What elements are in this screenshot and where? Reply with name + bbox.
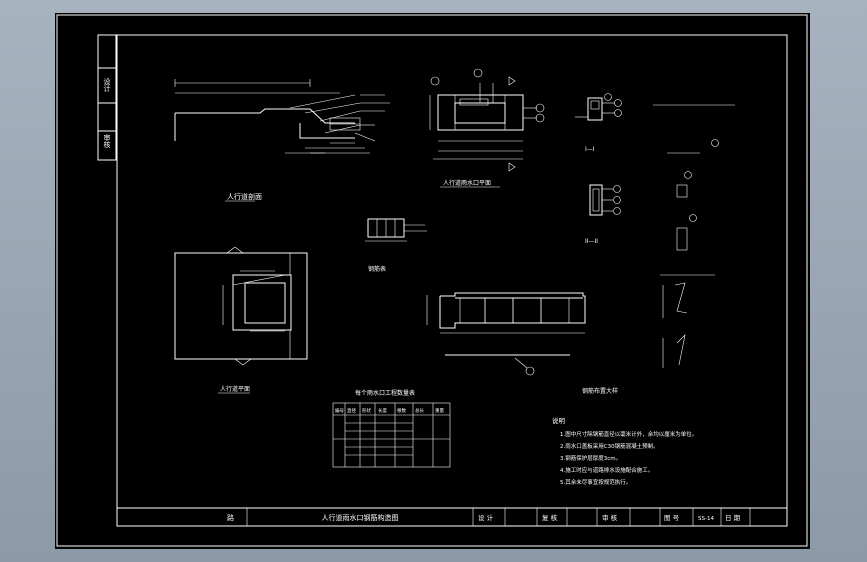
tb-drawing-title: 人行道雨水口钢筋构造图 [322, 513, 399, 522]
tb-review: 审 核 [602, 513, 618, 522]
rebar-cage-sketch [365, 218, 427, 242]
table-header: 直径 [347, 407, 356, 414]
note-item: 2.雨水口盖板采用C30钢筋混凝土预制。 [560, 442, 659, 450]
quantity-table-grid [332, 402, 451, 468]
bar-shapes [653, 104, 735, 368]
inlet-plan-drawing [174, 246, 308, 366]
table-title: 每个雨水口工程数量表 [355, 389, 415, 397]
sidewalk-section-drawing [174, 79, 390, 154]
section-details-right [575, 93, 622, 216]
label-beam: 钢筋布置大样 [582, 387, 618, 395]
note-item: 1.图中尺寸除钢筋直径以毫米计外，余均以厘米为单位。 [560, 430, 697, 438]
side-stamp: 设计 审核 [97, 34, 117, 161]
table-header: 编号 [335, 407, 344, 414]
notes-list: 1.图中尺寸除钢筋直径以毫米计外，余均以厘米为单位。 2.雨水口盖板采用C30钢… [560, 430, 697, 486]
note-item: 5.其余未尽事宜按规范执行。 [560, 478, 631, 486]
tb-drawing-no: SS-14 [698, 516, 714, 522]
tb-check: 复 核 [542, 513, 558, 522]
tb-drawing-no-label: 图 号 [664, 514, 680, 522]
note-item: 4.施工时应与道路排水设施配合施工。 [560, 466, 653, 474]
table-header: 根数 [397, 407, 406, 414]
notes-title: 说明 [552, 416, 566, 425]
stamp-cell-check: 审核 [103, 133, 111, 149]
tb-project: 路 [227, 513, 234, 522]
tb-design: 设 计 [478, 513, 494, 522]
beam-elevation-drawing [426, 292, 586, 376]
table-header-row: 编号 直径 形状 长度 根数 总长 重量 [335, 407, 444, 414]
table-header: 总长 [415, 407, 424, 414]
title-block [117, 507, 787, 526]
inlet-detail-drawing [429, 68, 545, 172]
label-plan: 人行道平面 [220, 385, 250, 393]
label-rebar-small: 钢筋表 [368, 265, 386, 273]
label-inlet: 人行道雨水口平面 [443, 179, 491, 187]
table-header: 形状 [362, 407, 371, 414]
outer-border [56, 14, 808, 547]
drawing-sheet: 设计 审核 [55, 13, 810, 549]
drawing-canvas: 设计 审核 [56, 14, 808, 547]
table-header: 长度 [378, 407, 387, 414]
label-sec-b: II—II [585, 238, 598, 245]
inner-border [116, 34, 788, 527]
label-section: 人行道剖面 [227, 192, 262, 201]
table-header: 重量 [435, 407, 444, 414]
stamp-cell-design: 设计 [103, 77, 111, 93]
note-item: 3.钢筋保护层厚度3cm。 [560, 454, 621, 462]
label-sec-a: I—I [585, 146, 595, 153]
tb-date: 日 期 [725, 514, 741, 522]
